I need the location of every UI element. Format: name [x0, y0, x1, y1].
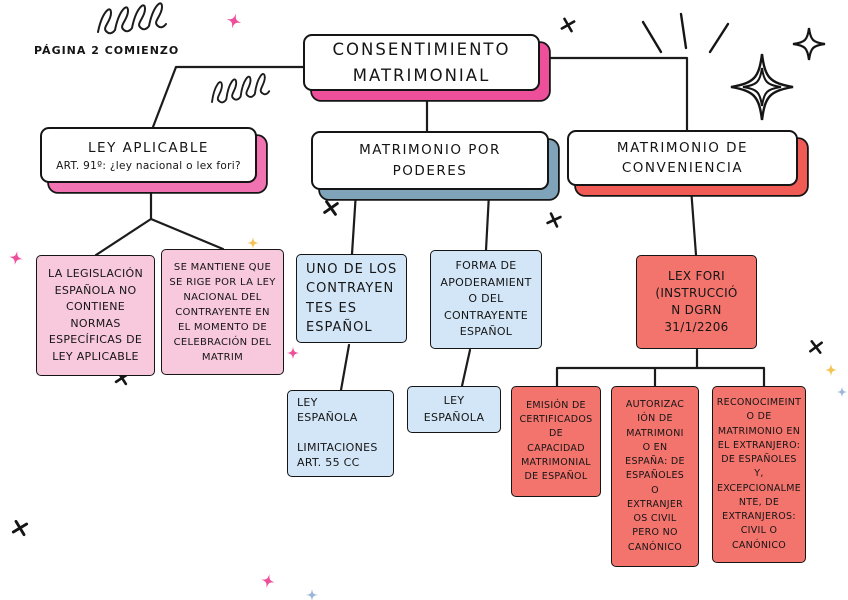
sun-rays-doodle	[641, 12, 730, 54]
branch-ley-subtitle: ART. 91º: ¿ley nacional o lex fori?	[56, 160, 241, 173]
branch-poderes-title: MATRIMONIO POR PODERES	[359, 142, 501, 179]
note-contrayente-espanol: UNO DE LOS CONTRAYEN TES ES ESPAÑOL	[296, 254, 407, 343]
note-ley-espanola-text: LEY ESPAÑOLA	[423, 394, 485, 424]
note-reconocimiento-matrimonio-text: RECONOCIMEINT O DE MATRIMONIO EN EL EXTR…	[716, 397, 802, 551]
note-contrayente-espanol-text: UNO DE LOS CONTRAYEN TES ES ESPAÑOL	[306, 261, 398, 336]
branch-conveniencia-title: MATRIMONIO DE CONVENIENCIA	[616, 139, 749, 176]
four-point-star-icon	[730, 53, 794, 121]
root-title: CONSENTIMIENTO MATRIMONIAL	[332, 39, 511, 85]
note-ley-espanola-limitaciones-text: LEY ESPAÑOLA LIMITACIONES ART. 55 CC	[297, 396, 378, 469]
root-node-consentimiento: CONSENTIMIENTO MATRIMONIAL	[303, 34, 540, 91]
connector-blue2-detail	[460, 348, 472, 388]
note-autorizacion-matrimonio-text: AUTORIZAC IÓN DE MATRIMONI O EN ESPAÑA: …	[625, 399, 685, 553]
connector-poderes-right	[484, 192, 491, 252]
note-ley-nacional: SE MANTIENE QUE SE RIGE POR LA LEY NACIO…	[161, 249, 284, 375]
branch-matrimonio-por-poderes: MATRIMONIO POR PODERES	[311, 131, 549, 190]
branch-ley-aplicable: LEY APLICABLE ART. 91º: ¿ley nacional o …	[40, 127, 257, 183]
note-emision-certificados: EMISIÓN DE CERTIFICADOS DE CAPACIDAD MAT…	[511, 386, 601, 497]
connector-ley-split	[94, 183, 225, 257]
note-ley-espanola-limitaciones: LEY ESPAÑOLA LIMITACIONES ART. 55 CC	[287, 390, 394, 477]
loop-doodle-top	[97, 2, 167, 35]
connector-root-ley	[151, 65, 305, 129]
small-four-point-star-icon	[792, 27, 826, 61]
note-ley-nacional-text: SE MANTIENE QUE SE RIGE POR LA LEY NACIO…	[169, 261, 276, 363]
connector-lines	[94, 56, 766, 392]
note-forma-apoderamiento-text: FORMA DE APODERAMIENT O DEL CONTRAYENTE …	[440, 259, 532, 339]
branch-ley-title: LEY APLICABLE	[88, 139, 209, 156]
note-forma-apoderamiento: FORMA DE APODERAMIENT O DEL CONTRAYENTE …	[430, 250, 542, 349]
page-label: PÁGINA 2 COMIENZO	[34, 44, 180, 57]
note-lex-fori: LEX FORI (INSTRUCCIÓ N DGRN 31/1/2206	[636, 255, 757, 349]
loop-doodle-mid	[209, 72, 271, 105]
note-lex-fori-text: LEX FORI (INSTRUCCIÓ N DGRN 31/1/2206	[655, 269, 738, 334]
connector-blue1-detail	[339, 343, 351, 392]
note-ley-espanola: LEY ESPAÑOLA	[407, 386, 501, 433]
connector-poderes-left	[350, 190, 358, 256]
note-legislacion-text: LA LEGISLACIÓN ESPAÑOLA NO CONTIENE NORM…	[48, 267, 143, 363]
note-reconocimiento-matrimonio: RECONOCIMEINT O DE MATRIMONIO EN EL EXTR…	[712, 386, 806, 563]
connector-root-conveniencia	[538, 56, 689, 132]
connector-lexfori-split	[555, 348, 766, 388]
branch-matrimonio-de-conveniencia: MATRIMONIO DE CONVENIENCIA	[567, 130, 798, 186]
note-emision-certificados-text: EMISIÓN DE CERTIFICADOS DE CAPACIDAD MAT…	[519, 399, 593, 482]
connector-conv-lexfori	[689, 186, 698, 257]
note-legislacion-espanola: LA LEGISLACIÓN ESPAÑOLA NO CONTIENE NORM…	[36, 255, 155, 376]
note-autorizacion-matrimonio: AUTORIZAC IÓN DE MATRIMONI O EN ESPAÑA: …	[611, 386, 699, 567]
